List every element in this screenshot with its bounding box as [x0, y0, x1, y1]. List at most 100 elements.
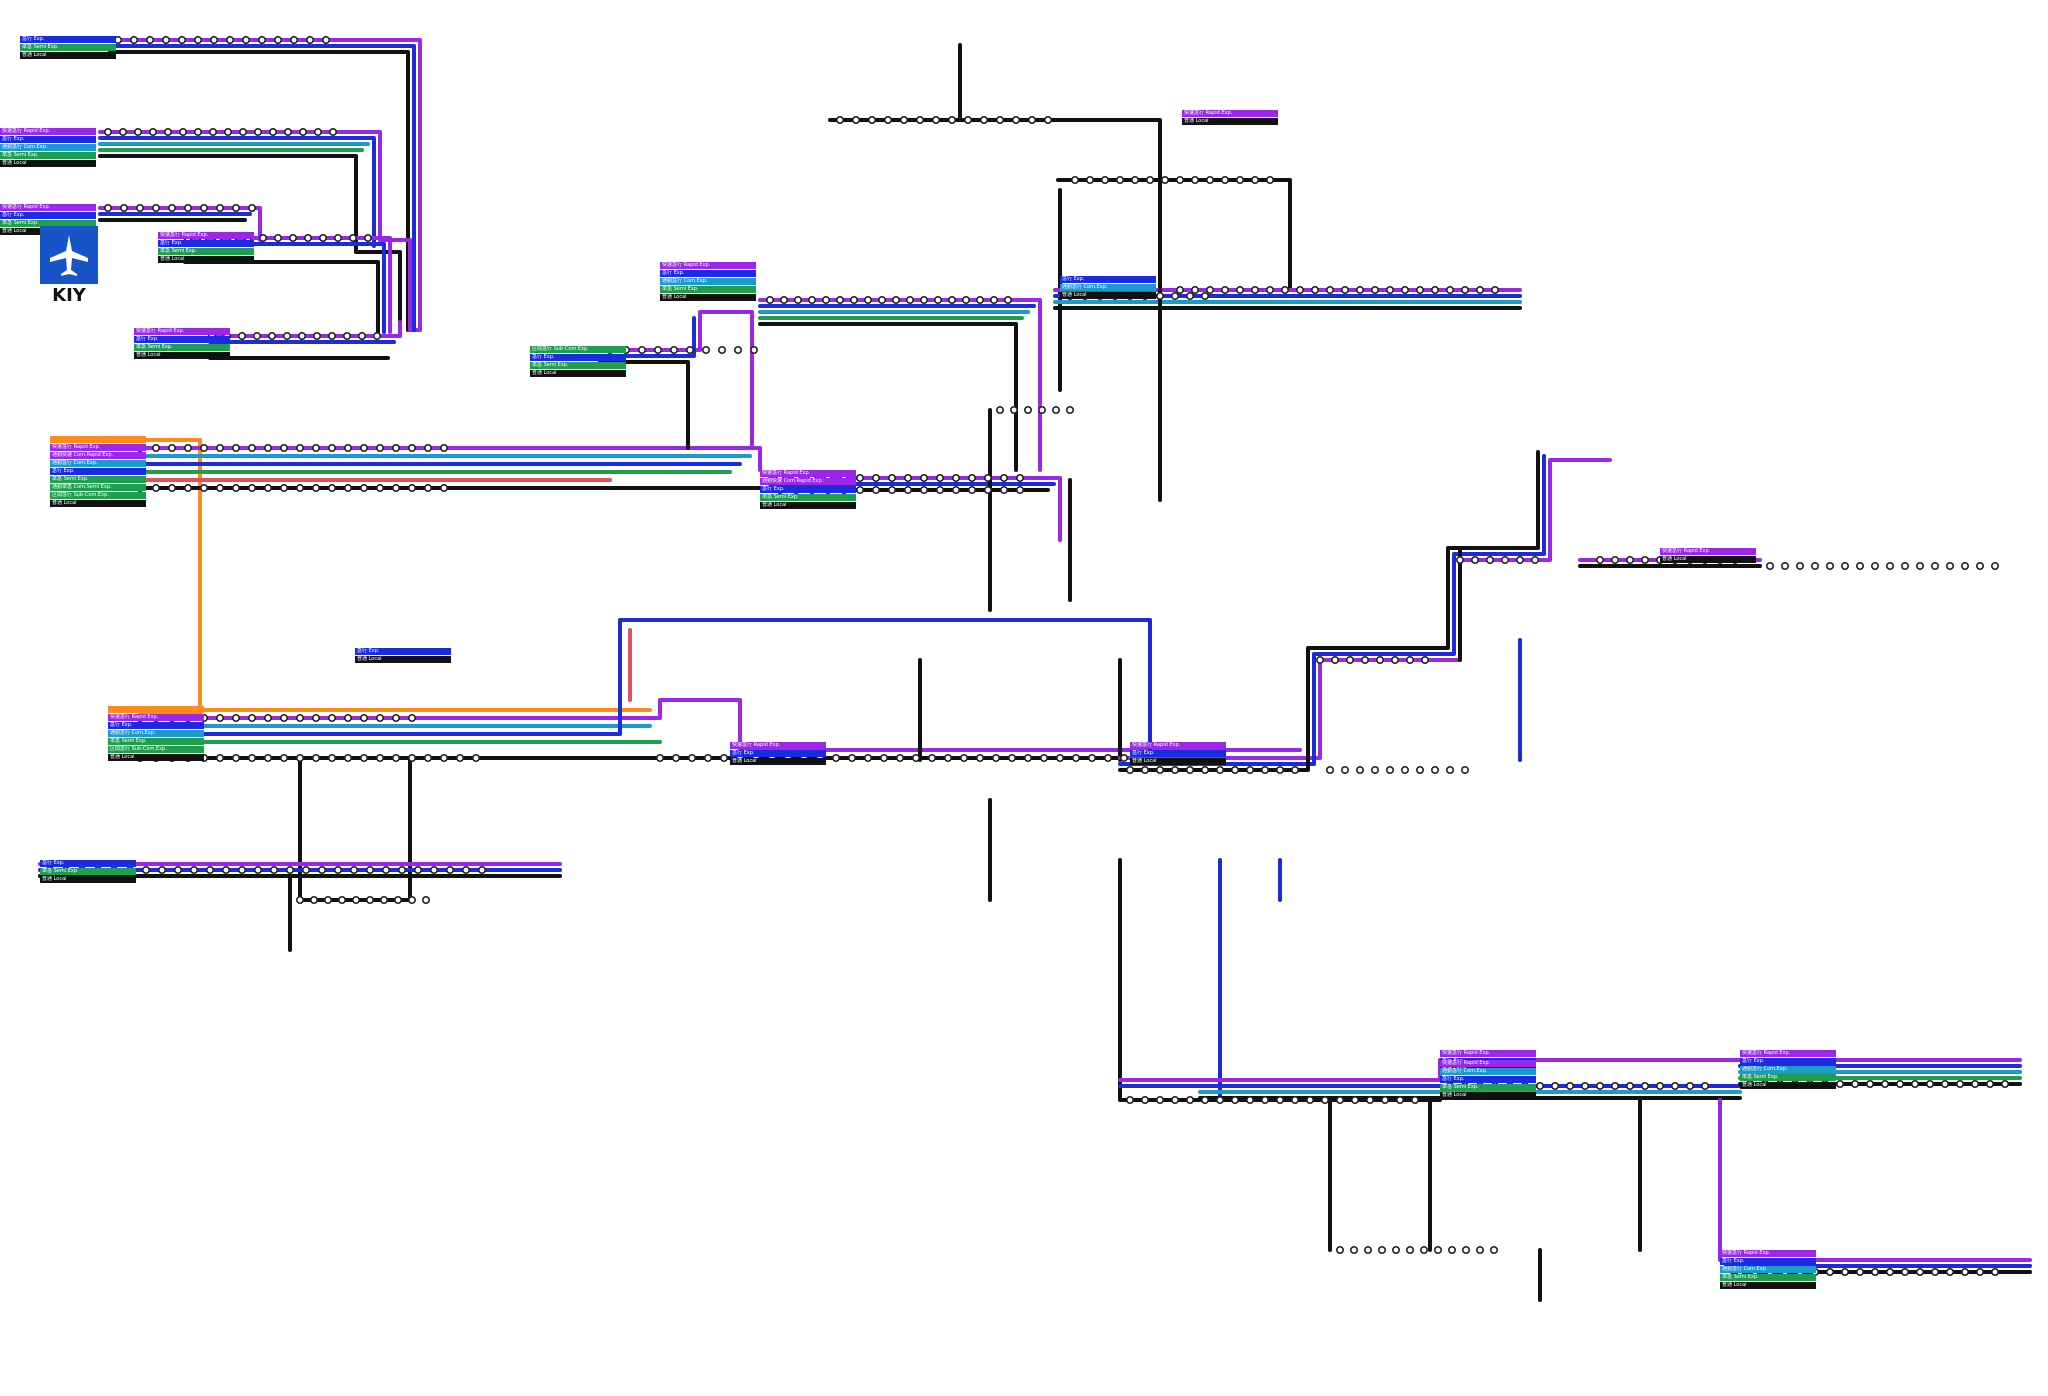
station-dot: [935, 473, 944, 482]
station-dot: [1886, 561, 1895, 570]
route-express: [98, 136, 376, 248]
legend-row-local: 普通 Local: [1130, 758, 1226, 765]
station-dot: [1086, 176, 1095, 185]
station-dot: [268, 128, 277, 137]
station-dot: [1201, 765, 1210, 774]
route-rapid-express: [118, 698, 1302, 752]
legend-row-local: 普通 Local: [1660, 556, 1756, 563]
station-dot: [1326, 765, 1335, 774]
station-dot: [1851, 1080, 1860, 1089]
station-dot: [178, 35, 187, 44]
station-dot: [1131, 176, 1140, 185]
station-dot: [863, 295, 872, 304]
legend-row-semi-express: 準急 Semi Exp.: [50, 476, 146, 483]
station-dot: [439, 753, 448, 762]
legend-row-rapid-express: 快速急行 Rapid Exp.: [134, 328, 230, 335]
station-dot: [1366, 1096, 1375, 1105]
legend-row-local: 普通 Local: [355, 656, 451, 663]
legend-row-semi-express: 準急 Semi Exp.: [0, 220, 96, 227]
station-dot: [343, 753, 352, 762]
legend-row-local: 普通 Local: [1440, 1092, 1536, 1099]
station-dot: [1581, 1082, 1590, 1091]
route-rapid-express: [768, 476, 1062, 542]
station-dot: [1941, 1080, 1950, 1089]
service-legend: 快速急行 Rapid Exp.通勤快速 Com.Rapid Exp.通勤急行 C…: [50, 436, 146, 508]
station-dot: [1931, 561, 1940, 570]
legend-row-express: 急行 Exp.: [108, 722, 204, 729]
station-dot: [1856, 561, 1865, 570]
station-dot: [1336, 1096, 1345, 1105]
service-legend: 急行 Exp.準急 Semi Exp.普通 Local: [20, 36, 116, 60]
station-dot: [413, 865, 422, 874]
station-dot: [1446, 285, 1455, 294]
station-dot: [835, 295, 844, 304]
station-dot: [248, 753, 257, 762]
station-dot: [216, 443, 225, 452]
station-dot: [119, 128, 128, 137]
route-rapid-express: [98, 130, 412, 332]
station-dot: [1431, 285, 1440, 294]
station-dot: [283, 128, 292, 137]
station-dot: [1306, 1096, 1315, 1105]
station-dot: [1641, 555, 1650, 564]
legend-row-rapid-express: 快速急行 Rapid Exp.: [1660, 548, 1756, 555]
legend-row-commuter-rapid-express: 通勤快速 Com.Rapid Exp.: [50, 452, 146, 459]
station-dot: [1044, 116, 1053, 125]
station-dot: [1056, 753, 1065, 762]
station-dot: [461, 865, 470, 874]
station-dot: [1456, 555, 1465, 564]
station-dot: [327, 713, 336, 722]
station-dot: [152, 443, 161, 452]
station-dot: [2001, 1080, 2010, 1089]
station-dot: [1236, 176, 1245, 185]
route-express: [1118, 454, 1546, 766]
station-dot: [455, 753, 464, 762]
legend-row-express: 急行 Exp.: [0, 212, 96, 219]
station-dot: [717, 345, 726, 354]
station-dot: [210, 35, 219, 44]
station-dot: [130, 35, 139, 44]
station-dot: [279, 753, 288, 762]
station-dot: [327, 443, 336, 452]
station-dot: [174, 865, 183, 874]
station-dot: [831, 753, 840, 762]
station-dot: [637, 345, 646, 354]
station-dot: [1104, 753, 1113, 762]
station-dot: [391, 713, 400, 722]
legend-row-express: 急行 Exp.: [1720, 1258, 1816, 1265]
station-dot: [1371, 765, 1380, 774]
station-dot: [311, 753, 320, 762]
station-dot: [1886, 1268, 1895, 1277]
station-dot: [1551, 1082, 1560, 1091]
station-dot: [883, 116, 892, 125]
route-local: [98, 154, 402, 332]
station-dot: [1406, 655, 1415, 664]
station-dot: [1991, 561, 2000, 570]
station-dot: [1246, 765, 1255, 774]
legend-row-semi-express: 準急 Semi Exp.: [0, 152, 96, 159]
station-dot: [983, 473, 992, 482]
station-dot: [919, 485, 928, 494]
station-dot: [1626, 1082, 1635, 1091]
station-dot: [1461, 285, 1470, 294]
station-dot: [1976, 561, 1985, 570]
station-dot: [1191, 285, 1200, 294]
station-dot: [967, 473, 976, 482]
station-dot: [295, 753, 304, 762]
station-dot: [1146, 176, 1155, 185]
legend-row-local: 普通 Local: [20, 52, 116, 59]
station-dot: [146, 35, 155, 44]
legend-row-express: 急行 Exp.: [530, 354, 626, 361]
station-dot: [407, 713, 416, 722]
station-dot: [1386, 765, 1395, 774]
service-legend: 快速急行 Rapid Exp.急行 Exp.通勤急行 Com.Exp.準急 Se…: [1740, 1050, 1836, 1090]
legend-row-express: 急行 Exp.: [1440, 1076, 1536, 1083]
station-dot: [1956, 1080, 1965, 1089]
station-dot: [905, 295, 914, 304]
station-dot: [298, 128, 307, 137]
station-dot: [1231, 765, 1240, 774]
station-dot: [238, 865, 247, 874]
legend-row-commuter-express: 通勤急行 Com.Exp.: [108, 730, 204, 737]
station-dot: [200, 204, 209, 213]
station-dot: [1826, 1268, 1835, 1277]
